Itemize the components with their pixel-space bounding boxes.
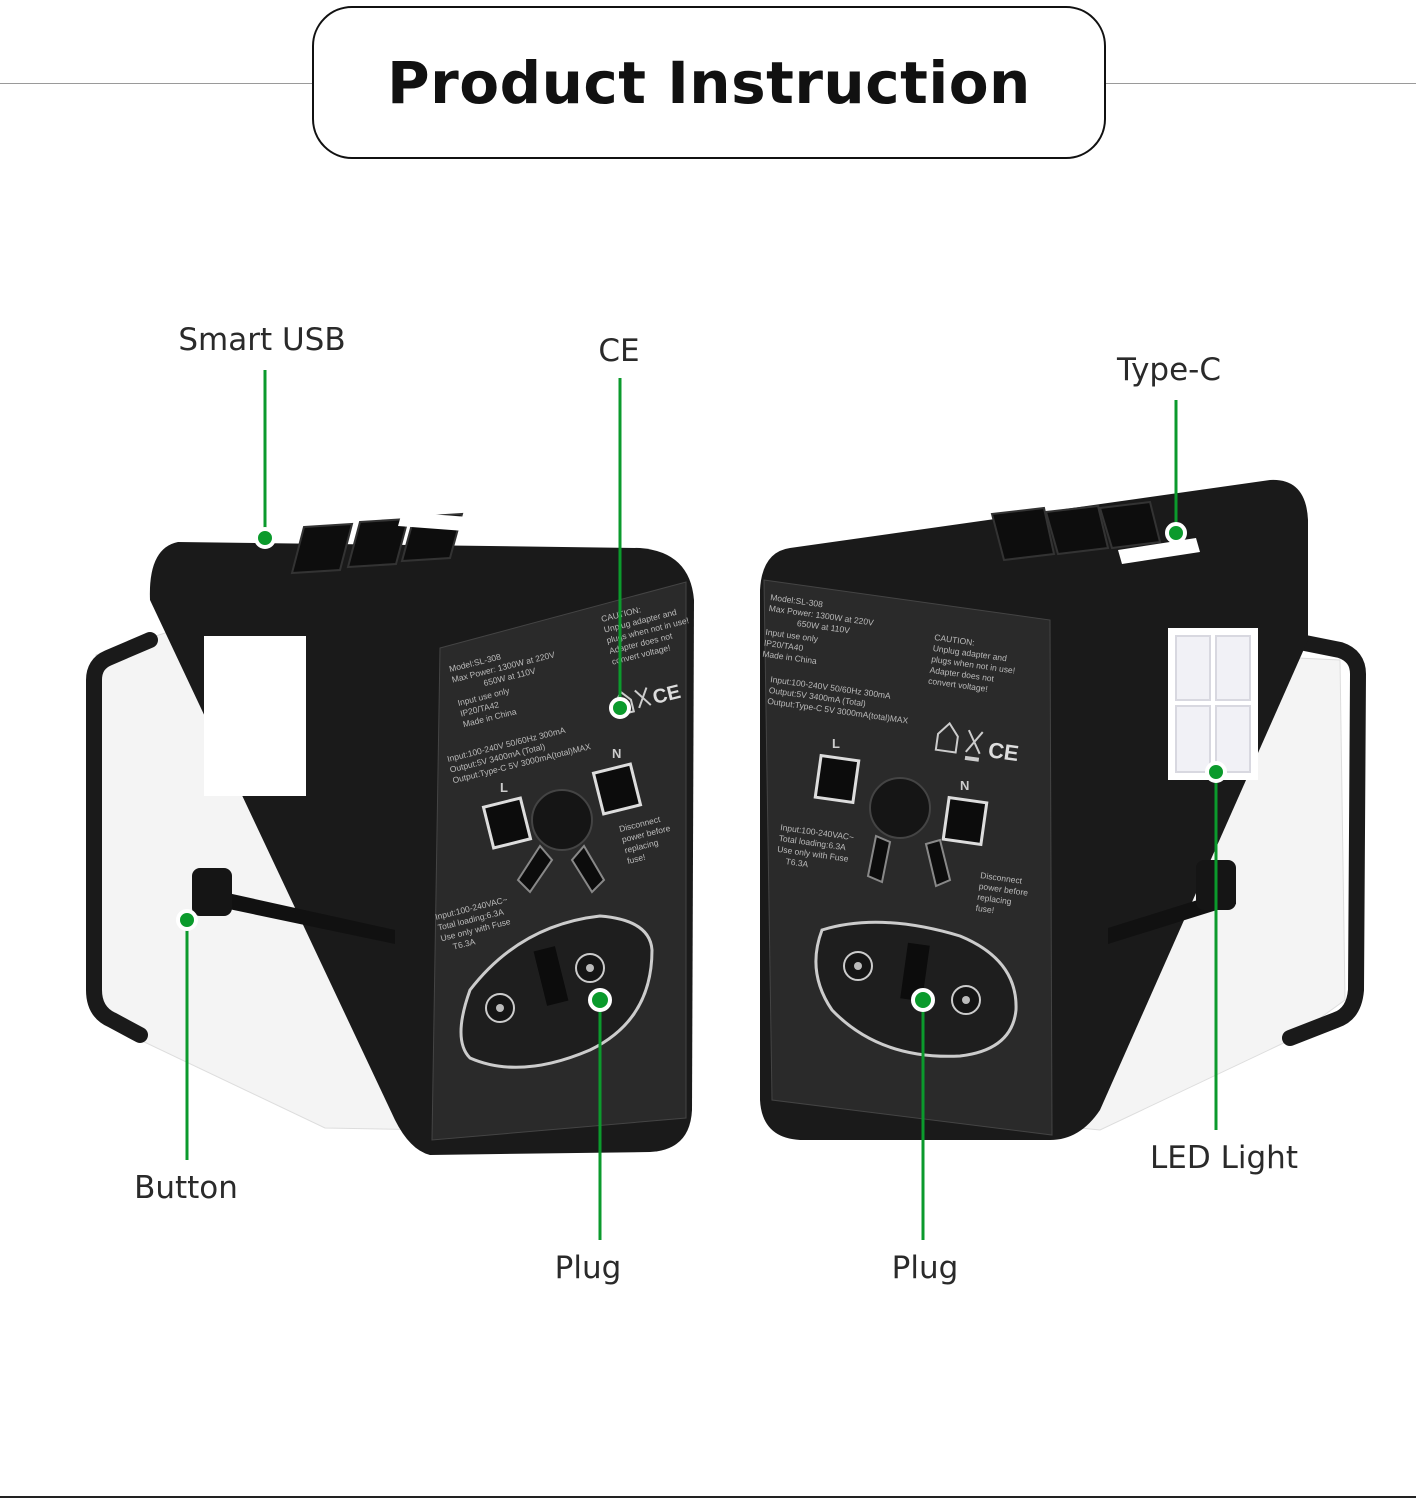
right-led-window — [1168, 628, 1258, 780]
right-disconnect-text: Disconnect power before replacing fuse! — [975, 870, 1032, 920]
svg-text:CE: CE — [987, 737, 1021, 766]
ce-dot — [609, 697, 631, 719]
right-fuse-text: Input:100-240VAC~ Total loading:6.3A Use… — [775, 822, 857, 875]
left-slot-l — [481, 796, 533, 850]
left-pin-n-label: N — [612, 746, 621, 761]
title-rule-right — [1106, 83, 1416, 84]
title-banner: Product Instruction — [312, 6, 1106, 159]
callout-plug-right: Plug — [891, 1250, 959, 1286]
left-adapter: Model:SL-308 Max Power: 1300W at 220V 65… — [86, 512, 694, 1155]
callout-type-c: Type-C — [1116, 352, 1222, 388]
left-usb-ports — [290, 512, 482, 575]
bottom-rule — [0, 1496, 1416, 1498]
type-c-dot — [1165, 522, 1187, 544]
callout-ce: CE — [598, 333, 640, 369]
right-pin-n-label: N — [960, 778, 969, 793]
right-fuse-cap — [869, 777, 931, 839]
right-adapter: Model:SL-308 Max Power: 1300W at 220V 65… — [760, 479, 1367, 1141]
button-dot — [176, 909, 198, 931]
right-pin-l-label: L — [832, 736, 840, 751]
smart-usb-dot — [254, 527, 276, 549]
left-led-window — [204, 636, 306, 796]
right-handle — [1282, 632, 1367, 1046]
callout-plug-left: Plug — [554, 1250, 622, 1286]
title-rule-left — [0, 83, 312, 84]
right-ce-mark: CE — [934, 721, 1021, 766]
plug-right-dot — [911, 988, 935, 1012]
right-slot-l — [813, 753, 861, 805]
callout-led-light: LED Light — [1150, 1140, 1298, 1176]
left-fuse-cap — [531, 789, 593, 851]
left-slot-n — [591, 762, 643, 816]
left-handle — [86, 632, 158, 1043]
callout-markers — [176, 370, 1227, 1240]
right-slot-n — [941, 795, 989, 847]
right-usb-ports — [990, 500, 1200, 564]
callout-smart-usb: Smart USB — [178, 322, 346, 358]
left-pin-l-label: L — [500, 780, 508, 795]
led-light-dot — [1205, 761, 1227, 783]
page-title: Product Instruction — [387, 48, 1031, 117]
callout-button: Button — [134, 1170, 238, 1206]
left-disconnect-text: Disconnect power before replacing fuse! — [618, 812, 679, 866]
left-button-knob — [192, 868, 232, 916]
plug-left-dot — [588, 988, 612, 1012]
left-button-slot — [205, 888, 395, 944]
